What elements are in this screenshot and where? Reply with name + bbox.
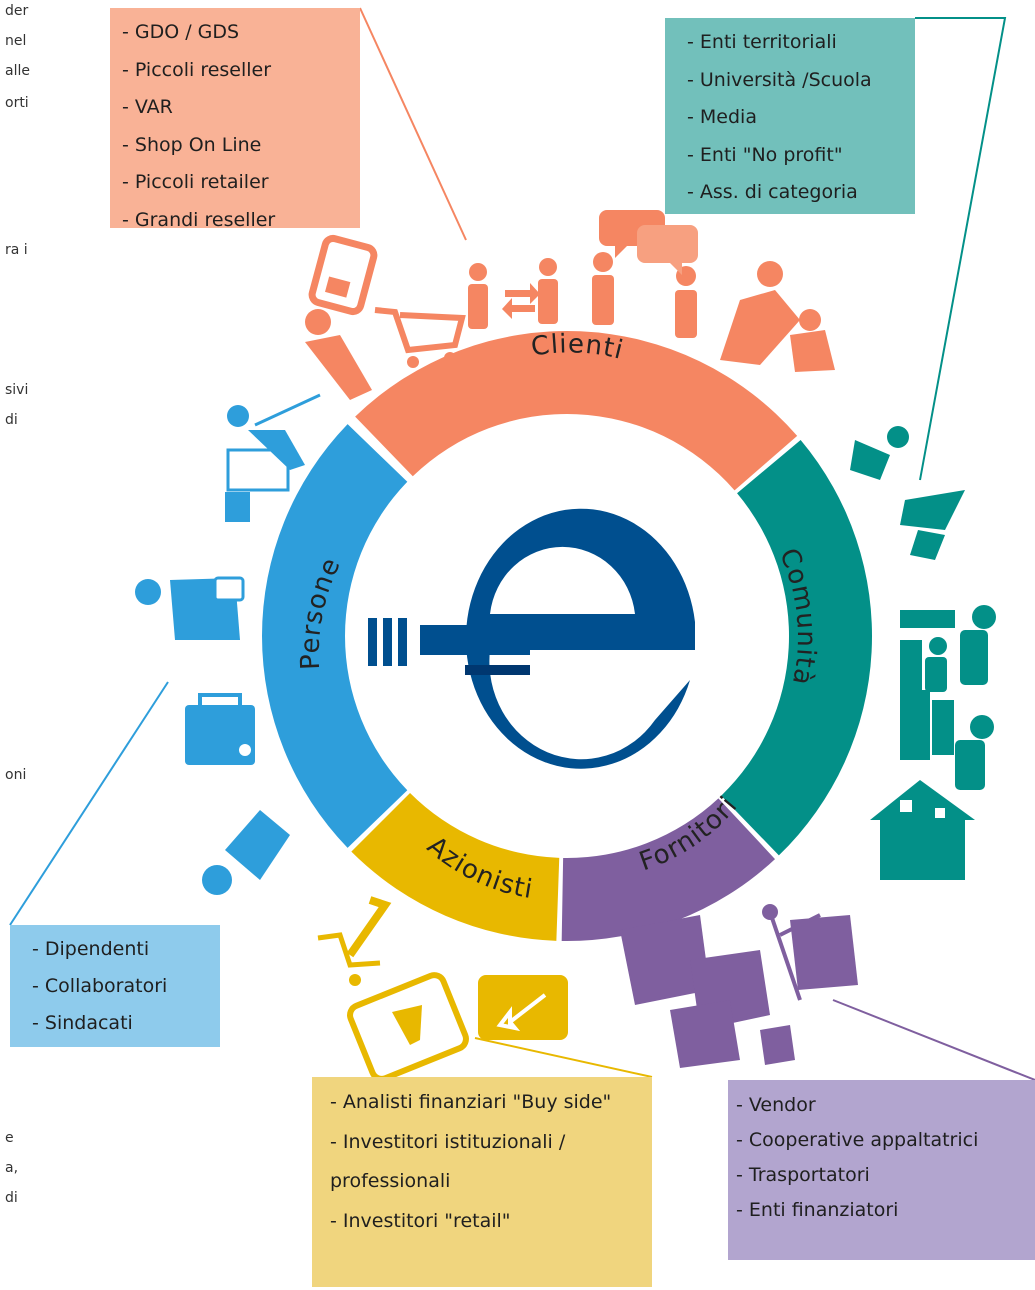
list-item: - Ass. di categoria (687, 181, 858, 203)
list-item: - Shop On Line (122, 133, 262, 156)
side-text-fragment: der (5, 3, 29, 19)
shopping-cart-icon (374, 307, 466, 368)
down-arrow-sign-icon (478, 975, 568, 1040)
side-text-fragment: nel (5, 33, 27, 49)
exchange-arrows-icon (502, 283, 540, 319)
side-text-fragment: e (5, 1130, 14, 1146)
side-text-fragment: di (5, 1190, 18, 1206)
stakeholder-box-azionisti: - Analisti finanziari "Buy side" - Inves… (312, 1077, 652, 1287)
tablet-chart-icon (347, 972, 469, 1082)
list-item: - Sindacati (32, 1012, 133, 1034)
family-icon (900, 605, 996, 790)
connector-line-fornitori (832, 999, 1035, 1081)
list-item: - Analisti finanziari "Buy side" (330, 1091, 612, 1113)
list-item: - Collaboratori (32, 975, 168, 997)
list-item: - Media (687, 106, 757, 128)
list-item: - Piccoli reseller (122, 58, 272, 81)
list-item: - Investitori istituzionali / profession… (330, 1130, 566, 1193)
list-item: - Enti "No profit" (687, 143, 843, 166)
side-text-fragment: alle (5, 63, 30, 79)
ring-segment-comunita (721, 439, 872, 856)
list-item: - VAR (122, 96, 173, 118)
shopping-trolley-icon (317, 896, 392, 986)
ring-segment-azionisti (351, 792, 560, 941)
list-item: - Università /Scuola (687, 68, 872, 91)
ring-segment-fornitori (561, 798, 776, 941)
side-text-fragment: ra i (5, 242, 28, 258)
connector-line-persone (9, 681, 169, 926)
ring-segment-persone (262, 424, 408, 848)
list-item: - Investitori "retail" (330, 1209, 511, 1232)
list-item: - GDO / GDS (122, 21, 240, 43)
connector-line-clienti (359, 7, 467, 241)
office-worker-icon (225, 393, 321, 522)
connector-line-azionisti (474, 1037, 653, 1078)
worker-icon (202, 810, 290, 895)
list-item: - Dipendenti (32, 938, 150, 960)
list-item: - Trasportatori (736, 1164, 870, 1186)
side-text-fragment: orti (5, 95, 29, 111)
mobile-phone-icon (305, 234, 378, 400)
list-item: - Grandi reseller (122, 208, 276, 231)
list-item: - Vendor (736, 1094, 816, 1116)
connector-line-comunita (915, 17, 1007, 481)
doctor-icon (135, 576, 245, 640)
list-item: - Piccoli retailer (122, 171, 269, 193)
list-item: - Cooperative appaltatrici (736, 1129, 979, 1151)
side-text-fragment: oni (5, 767, 27, 783)
briefcase-icon (185, 693, 255, 765)
side-text-fragment: a, (5, 1160, 19, 1176)
ring-segment-clienti (355, 331, 798, 491)
stakeholder-box-fornitori: - Vendor - Cooperative appaltatrici - Tr… (728, 1080, 1035, 1260)
house-icon (870, 780, 975, 880)
e-logo-icon (368, 508, 695, 769)
stakeholder-box-comunita: - Enti territoriali - Università /Scuola… (665, 18, 915, 214)
side-text-fragment: di (5, 412, 18, 428)
hand-truck-icon (762, 904, 821, 1001)
stakeholder-box-persone: - Dipendenti - Collaboratori - Sindacati (10, 925, 220, 1047)
list-item: - Enti finanziatori (736, 1199, 899, 1221)
side-text-fragment: sivi (5, 382, 29, 398)
boxes-icon (620, 915, 858, 1068)
graduation-cap-icon (850, 426, 965, 560)
people-icon (468, 252, 697, 338)
speech-bubbles-icon (599, 210, 698, 275)
list-item: - Enti territoriali (687, 31, 837, 53)
handshake-icon (720, 261, 835, 372)
stakeholder-box-clienti: - GDO / GDS - Piccoli reseller - VAR - S… (110, 8, 360, 231)
